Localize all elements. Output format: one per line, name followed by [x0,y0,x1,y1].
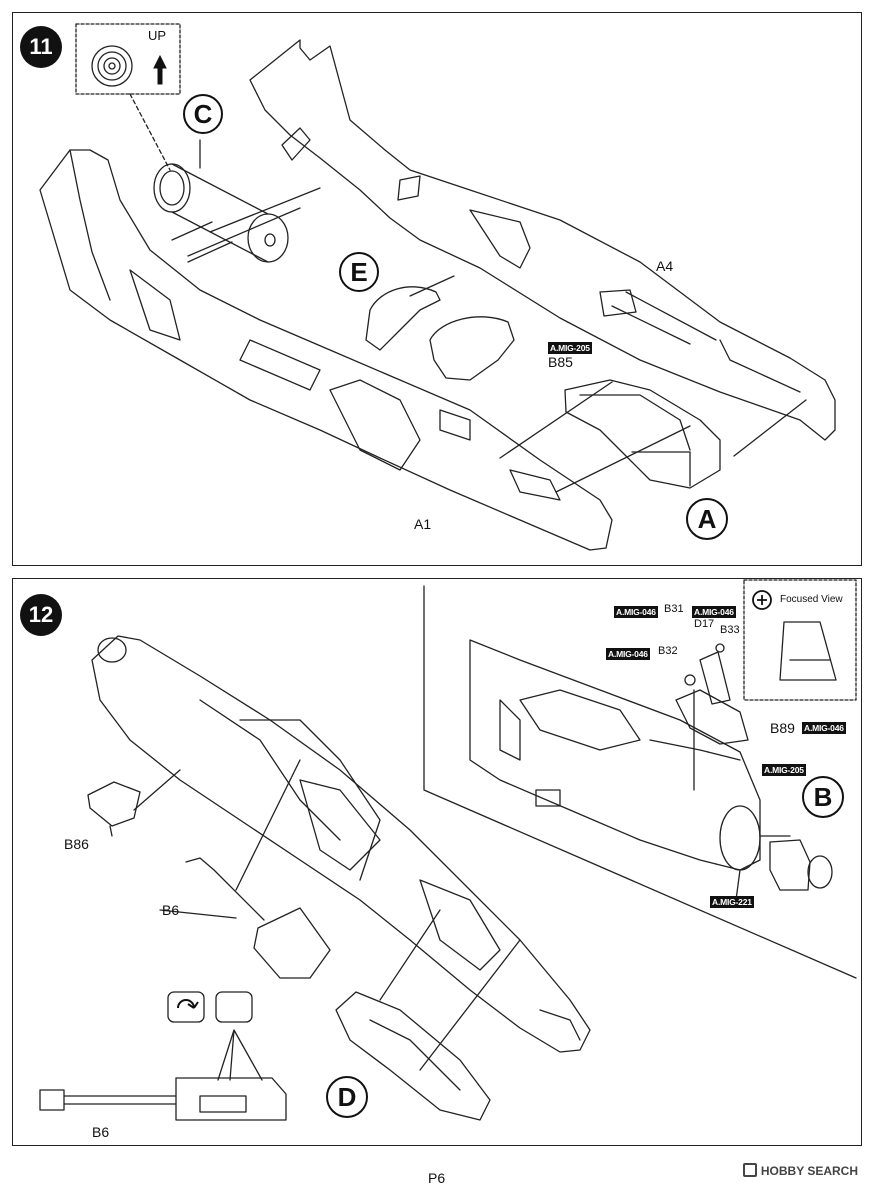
callout-e: E [339,252,379,292]
step-12-panel [12,578,862,1146]
step-11-panel [12,12,862,566]
part-c-exhaust [153,163,289,263]
detail-inset-border [423,585,857,979]
callout-b: B [802,776,844,818]
step-12-badge: 12 [20,594,62,636]
label-b6-bottom: B6 [92,1124,110,1140]
label-b31: B31 [664,603,684,615]
assembled-fuselage [91,635,591,1053]
paint-ref-nose: A.MIG-221 [710,896,754,908]
label-a4: A4 [656,258,674,274]
part-b86 [87,781,141,827]
part-b-radar [769,839,833,891]
part-b6-lower [63,1095,177,1105]
part-b89 [675,689,749,745]
watermark: HOBBY SEARCH [742,1163,858,1178]
paint-ref-b89: A.MIG-046 [802,722,846,734]
part-b85-cockpit-tub [564,379,721,489]
label-b86: B86 [64,836,89,852]
rotate-icon [167,991,205,1023]
watermark-logo-icon [742,1163,757,1177]
page-number: P6 [428,1170,446,1186]
paint-ref-b32: A.MIG-046 [606,648,650,660]
label-d17: D17 [694,618,715,630]
label-b85: B85 [548,354,573,370]
part-d17 [699,651,731,705]
part-d-bay [335,991,491,1121]
focused-view-label: Focused View [780,594,843,605]
paint-ref-b85: A.MIG-205 [548,342,592,354]
part-b33 [715,643,725,653]
label-b32: B32 [658,645,678,657]
fuselage-half-a4 [249,39,836,441]
focused-view-inset [743,579,857,701]
up-arrow-icon [153,54,167,85]
label-b6-top: B6 [162,902,180,918]
part-e-canopy-frame [365,286,515,381]
label-b89: B89 [770,720,795,736]
detail-fuselage-nose [469,639,761,871]
label-a1: A1 [414,516,432,532]
paint-ref-cockpit: A.MIG-205 [762,764,806,776]
paint-ref-b31: A.MIG-046 [614,606,658,618]
part-b32 [684,674,696,686]
paint-ref-d17: A.MIG-046 [692,606,736,618]
callout-c: C [183,94,223,134]
up-orientation-inset [75,23,181,95]
nozzle-detail-icon [91,45,133,87]
label-b33: B33 [720,624,740,636]
glue-icon [215,991,253,1023]
callout-a: A [686,498,728,540]
up-label: UP [148,28,167,43]
watermark-text: HOBBY SEARCH [760,1164,858,1178]
rotate-glyph-icon [177,999,199,1009]
step-11-badge: 11 [20,26,62,68]
magnifier-plus-icon [752,590,772,610]
fuselage-half-a1 [39,149,613,551]
part-b6-upper [185,857,331,979]
callout-d: D [326,1076,368,1118]
